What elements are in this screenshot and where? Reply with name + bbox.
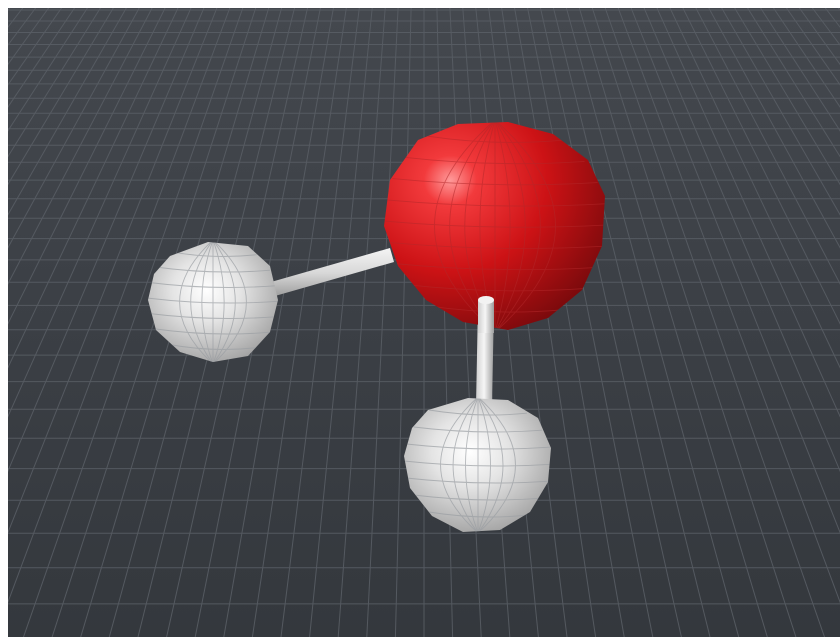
wire-line: [449, 122, 496, 330]
wire-line: [212, 242, 225, 362]
wire-line: [212, 242, 236, 362]
wire-line: [190, 242, 214, 362]
wire-line: [477, 398, 516, 532]
oxygen-atom: [384, 122, 605, 333]
wire-line: [212, 242, 247, 362]
3d-viewport[interactable]: [8, 8, 840, 637]
wire-line: [494, 122, 511, 330]
hydrogen-atom-bottom: [404, 398, 551, 532]
wire-line: [494, 122, 526, 330]
wire-line: [465, 398, 479, 532]
wire-line: [440, 398, 479, 532]
bond-oxygen-hydrogen-left: [264, 248, 394, 298]
wire-line: [477, 398, 491, 532]
wire-line: [477, 398, 504, 532]
floor-grid: [8, 8, 840, 637]
wire-line: [434, 122, 496, 330]
wire-line: [452, 398, 479, 532]
wire-line: [179, 242, 214, 362]
scene-canvas: [8, 8, 840, 637]
wire-line: [494, 122, 556, 330]
wire-line: [494, 122, 541, 330]
wire-line: [201, 242, 214, 362]
hydrogen-atom-left: [148, 242, 278, 362]
